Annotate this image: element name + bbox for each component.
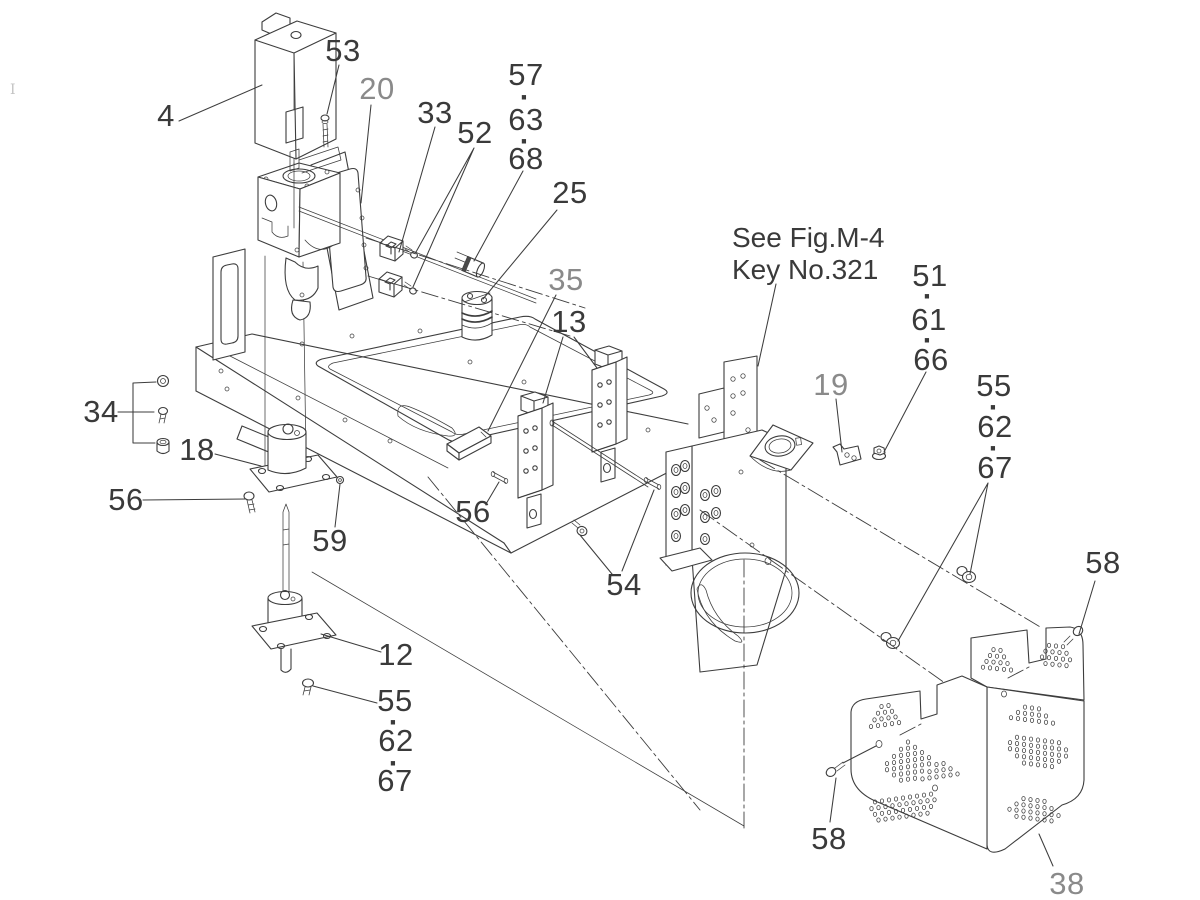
base-frame <box>195 248 689 554</box>
callout-dot: · <box>922 280 934 313</box>
motor-18 <box>249 423 338 493</box>
callout-20: 20 <box>359 71 395 106</box>
callout-56: 56 <box>108 482 144 517</box>
callout-4: 4 <box>157 98 175 133</box>
callout-19: 19 <box>813 367 849 402</box>
callout-dot: · <box>388 747 400 780</box>
screw-58-bottom <box>825 761 846 778</box>
right-frame-assembly <box>659 355 814 673</box>
guide-plate-13-left <box>517 391 554 529</box>
callout-68: 68 <box>508 141 544 176</box>
spacer-bar-35 <box>446 426 492 461</box>
screw-67-upper <box>956 565 977 584</box>
callout-12: 12 <box>378 637 414 672</box>
cable-clamp-33-upper <box>379 235 404 262</box>
coupling-25 <box>461 290 493 341</box>
lead-screw-12 <box>251 503 337 673</box>
callout-dot: · <box>988 432 1000 465</box>
callout-61: 61 <box>911 302 947 337</box>
callout-53: 53 <box>325 33 361 68</box>
leader-lines <box>142 64 1096 867</box>
guide-plate-13-right <box>591 345 628 483</box>
callout-52: 52 <box>457 115 493 150</box>
bracket-19 <box>832 443 862 466</box>
callout-13: 13 <box>551 304 587 339</box>
pin-54 <box>643 477 662 490</box>
callout-dot: · <box>922 324 934 357</box>
nut-66 <box>871 445 887 461</box>
callout-54: 54 <box>606 567 642 602</box>
screw-67-lower <box>880 631 901 650</box>
callout-67: 67 <box>977 450 1013 485</box>
callout-55: 55 <box>976 368 1012 403</box>
callout-38: 38 <box>1049 866 1085 900</box>
callout-51: 51 <box>912 258 948 293</box>
screw-53 <box>320 114 330 148</box>
perforated-cover-38 <box>850 626 1085 853</box>
callout-dot: · <box>519 125 531 158</box>
callout-55: 55 <box>377 683 413 718</box>
reference-note-line2: Key No.321 <box>732 254 879 285</box>
screw-55-left <box>301 678 315 696</box>
callout-dot: · <box>388 706 400 739</box>
pin-56 <box>490 471 509 484</box>
pin-59 <box>335 475 345 485</box>
phantom-panel-edge <box>311 571 745 827</box>
hardware-set-34 <box>117 374 170 455</box>
screw-54 <box>571 519 588 537</box>
callout-57: 57 <box>508 57 544 92</box>
callout-59: 59 <box>312 523 348 558</box>
callout-67: 67 <box>377 763 413 798</box>
callout-66: 66 <box>913 342 949 377</box>
callout-35: 35 <box>548 262 584 297</box>
callout-58: 58 <box>1085 545 1121 580</box>
cable-clamp-33-lower <box>378 271 403 298</box>
callout-25: 25 <box>552 175 588 210</box>
stray-mark: I <box>10 82 16 98</box>
callout-62: 62 <box>378 723 414 758</box>
callout-dot: · <box>519 81 531 114</box>
clamp-screw-52-lower <box>403 281 417 295</box>
clamped-rod <box>298 206 537 304</box>
set-screw-68 <box>454 251 486 278</box>
callout-63: 63 <box>508 102 544 137</box>
callout-18: 18 <box>179 432 215 467</box>
callout-62: 62 <box>977 409 1013 444</box>
solenoid-part-4 <box>254 12 342 229</box>
callout-33: 33 <box>417 95 453 130</box>
callout-58: 58 <box>811 821 847 856</box>
guide-shaft <box>549 419 649 488</box>
screw-56-left <box>243 491 256 514</box>
gear-box-tower <box>257 162 341 321</box>
callout-dot: · <box>988 391 1000 424</box>
callout-56: 56 <box>455 494 491 529</box>
reference-note-line1: See Fig.M-4 <box>732 222 885 253</box>
callout-34: 34 <box>83 394 119 429</box>
reference-note: See Fig.M-4 Key No.321 <box>732 222 885 286</box>
centerlines <box>365 237 1043 829</box>
